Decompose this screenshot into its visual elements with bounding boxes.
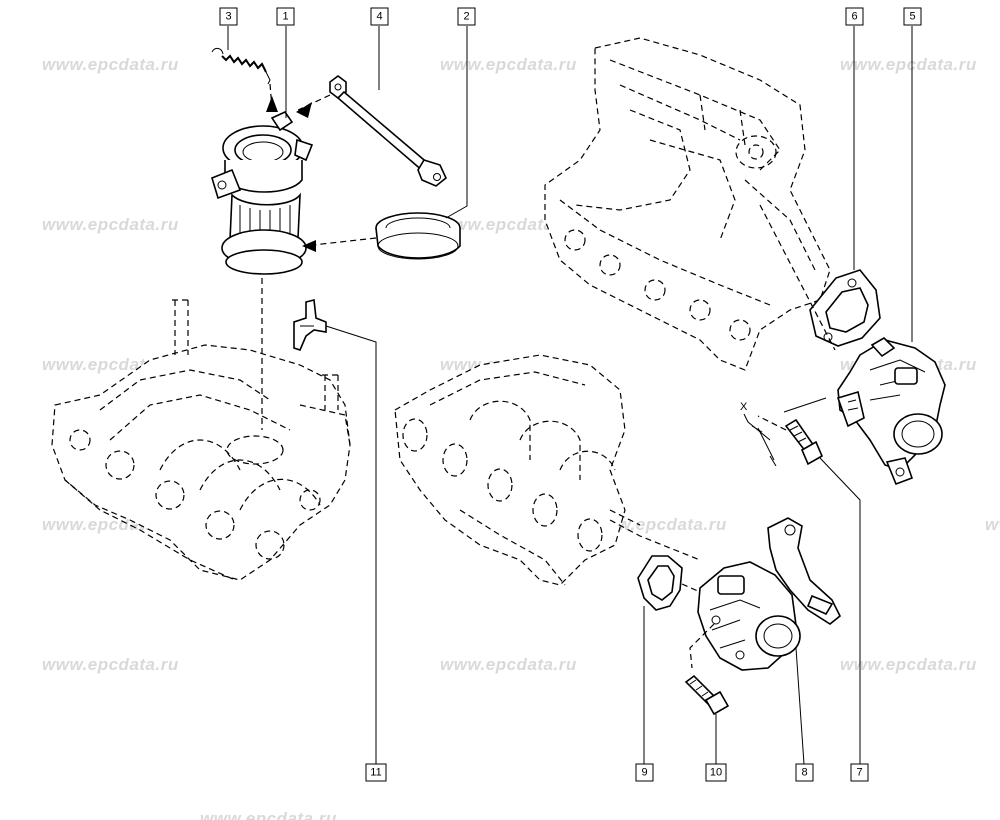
callout-label: 2: [463, 11, 469, 23]
watermark-text: www.epcdata.ru: [42, 55, 179, 74]
lower-intake-manifold: [394, 354, 641, 586]
callout-8: 8: [795, 763, 814, 782]
watermark-text: www.epcdata.ru: [840, 55, 977, 74]
callout-9: 9: [635, 763, 654, 782]
callout-label: 5: [909, 11, 915, 23]
part-1-throttle-housing: [211, 110, 314, 275]
dimension-x-marker: X: [740, 397, 827, 467]
part-6-gasket: [809, 269, 881, 347]
part-3-spring: [211, 47, 271, 85]
watermark-text: www.epcdata.ru: [42, 655, 179, 674]
part-9-gasket: [637, 555, 683, 611]
watermark-text: www.epcdata.ru: [440, 215, 577, 234]
part-8-throttle-body-bracket: [697, 517, 842, 671]
upper-engine-manifold: [544, 37, 831, 371]
callout-7: 7: [850, 763, 869, 782]
callout-1: 1: [276, 7, 295, 26]
part-10-bolt: [684, 674, 730, 716]
callout-label: 10: [710, 767, 722, 779]
watermark-text: www.epcdata.ru: [840, 655, 977, 674]
callout-11: 11: [365, 763, 387, 782]
callout-5: 5: [903, 7, 922, 26]
part-2-seal-ring: [375, 212, 461, 260]
watermark-text: www.epcdata.ru: [590, 515, 727, 534]
watermark-text: www.epcdata.ru: [985, 515, 1000, 534]
callout-leaders: [227, 26, 913, 765]
part-11-clip: [293, 299, 327, 351]
callout-label: 8: [801, 767, 807, 779]
callout-10: 10: [705, 763, 727, 782]
part-4-link-rod: [329, 75, 447, 187]
callout-4: 4: [370, 7, 389, 26]
part-5-throttle-body: [836, 336, 946, 486]
callout-label: 7: [856, 767, 862, 779]
callout-label: 9: [641, 767, 647, 779]
watermark-text: www.epcdata.ru: [440, 55, 577, 74]
callout-label: 11: [370, 767, 381, 779]
part-7-bolt: [784, 418, 824, 466]
callout-label: 1: [282, 11, 288, 23]
assembly-arrows: [266, 96, 316, 252]
left-intake-manifold: [51, 299, 351, 581]
callout-label: 3: [225, 11, 231, 23]
callout-6: 6: [845, 7, 864, 26]
watermark-text: www.epcdata.ru: [200, 809, 337, 820]
dimension-x-label: X: [740, 401, 748, 413]
watermark-text: www.epcdata.ru: [42, 215, 179, 234]
callout-2: 2: [457, 7, 476, 26]
callout-label: 6: [851, 11, 857, 23]
callout-label: 4: [376, 11, 382, 23]
watermark-text: www.epcdata.ru: [440, 655, 577, 674]
callout-3: 3: [219, 7, 238, 26]
